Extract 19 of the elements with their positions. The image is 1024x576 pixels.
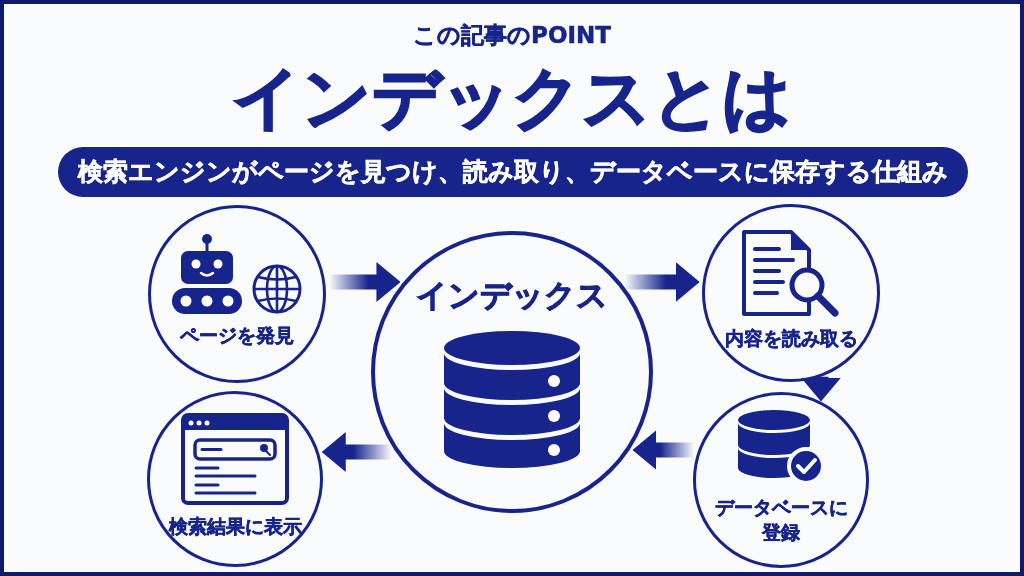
step-circle (693, 392, 869, 568)
step-label: データベースに登録 (713, 494, 849, 545)
flow-arrow (321, 432, 392, 472)
step-circle (702, 204, 880, 382)
index-circle (371, 231, 653, 513)
index-label: インデックス (416, 275, 608, 315)
flow-arrow (329, 262, 401, 302)
step-label: ページを発見 (180, 323, 294, 348)
kicker-heading: この記事のPOINT (413, 22, 611, 49)
flow-arrow (624, 262, 700, 302)
step-label: 検索結果に表示 (168, 514, 302, 539)
step-circle (148, 205, 326, 383)
flow-arrow (801, 376, 841, 402)
main-title: インデックスとは (232, 62, 792, 134)
flow-arrow (632, 430, 695, 470)
step-label: 内容を読み取る (724, 326, 858, 351)
band-text: 検索エンジンがページを見つけ、読み取り、データベースに保存する仕組み (78, 157, 948, 187)
step-circle (147, 391, 323, 567)
summary-band (58, 147, 968, 197)
